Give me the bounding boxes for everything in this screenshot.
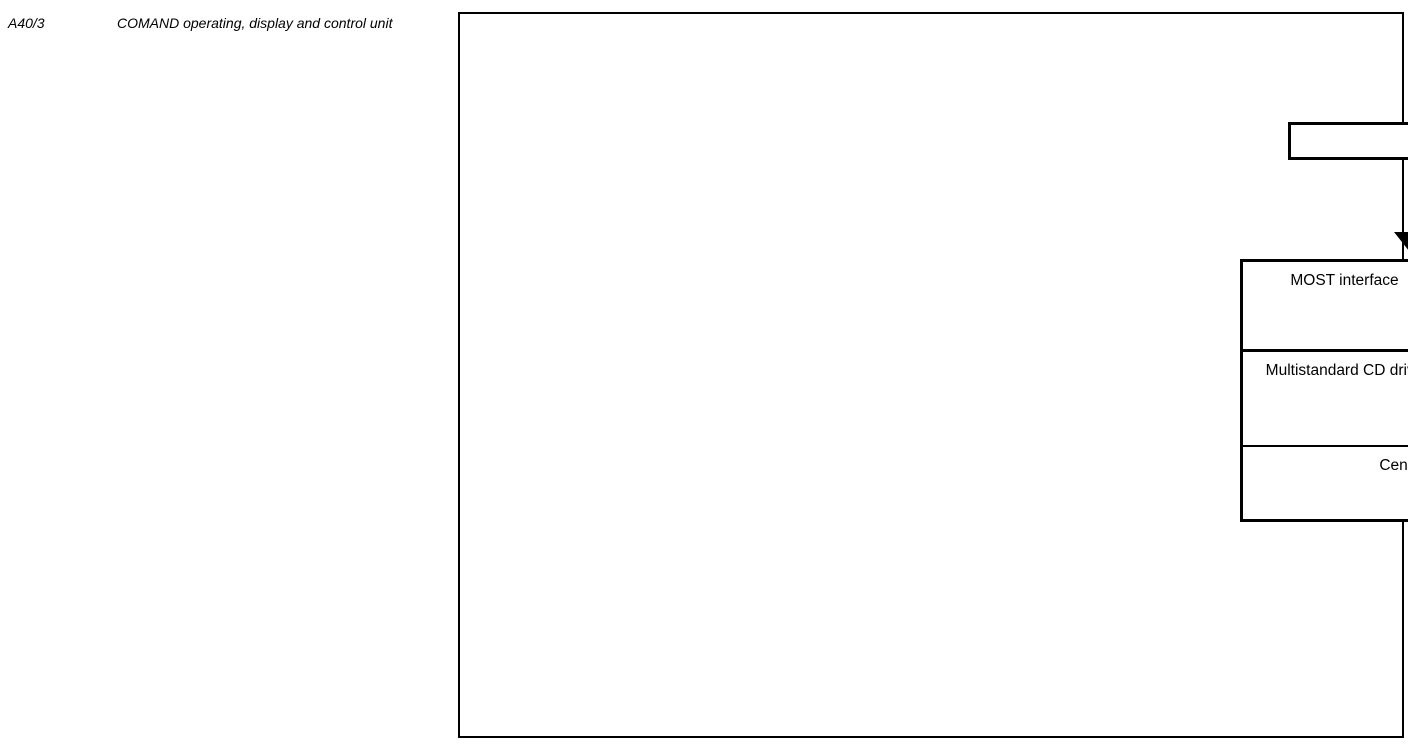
unit-cell-most-interface: MOST interface (1243, 262, 1408, 349)
unit-row: MOST interface 6.5" color display (1243, 262, 1408, 352)
most-bus-box: MOST (1288, 122, 1408, 160)
legend-block: A40/3 COMAND operating, display and cont… (8, 14, 448, 74)
legend-component-description: COMAND operating, display and control un… (117, 15, 393, 31)
unit-row: Multistandard CD drive Operating unit (1243, 352, 1408, 447)
most-to-unit-arrow-icon (1394, 232, 1408, 250)
unit-row: Central processor (1243, 447, 1408, 519)
unit-cell-central-processor: Central processor (1379, 457, 1408, 474)
unit-cell-cd-drive: Multistandard CD drive (1243, 352, 1408, 445)
control-unit-block: MOST interface 6.5" color display Multis… (1240, 259, 1408, 522)
unit-designation-caption: A40/3 (1240, 567, 1408, 587)
legend-component-code: A40/3 (8, 15, 45, 31)
diagram-frame: MOST MOST interface 6.5" color display M… (458, 12, 1408, 738)
